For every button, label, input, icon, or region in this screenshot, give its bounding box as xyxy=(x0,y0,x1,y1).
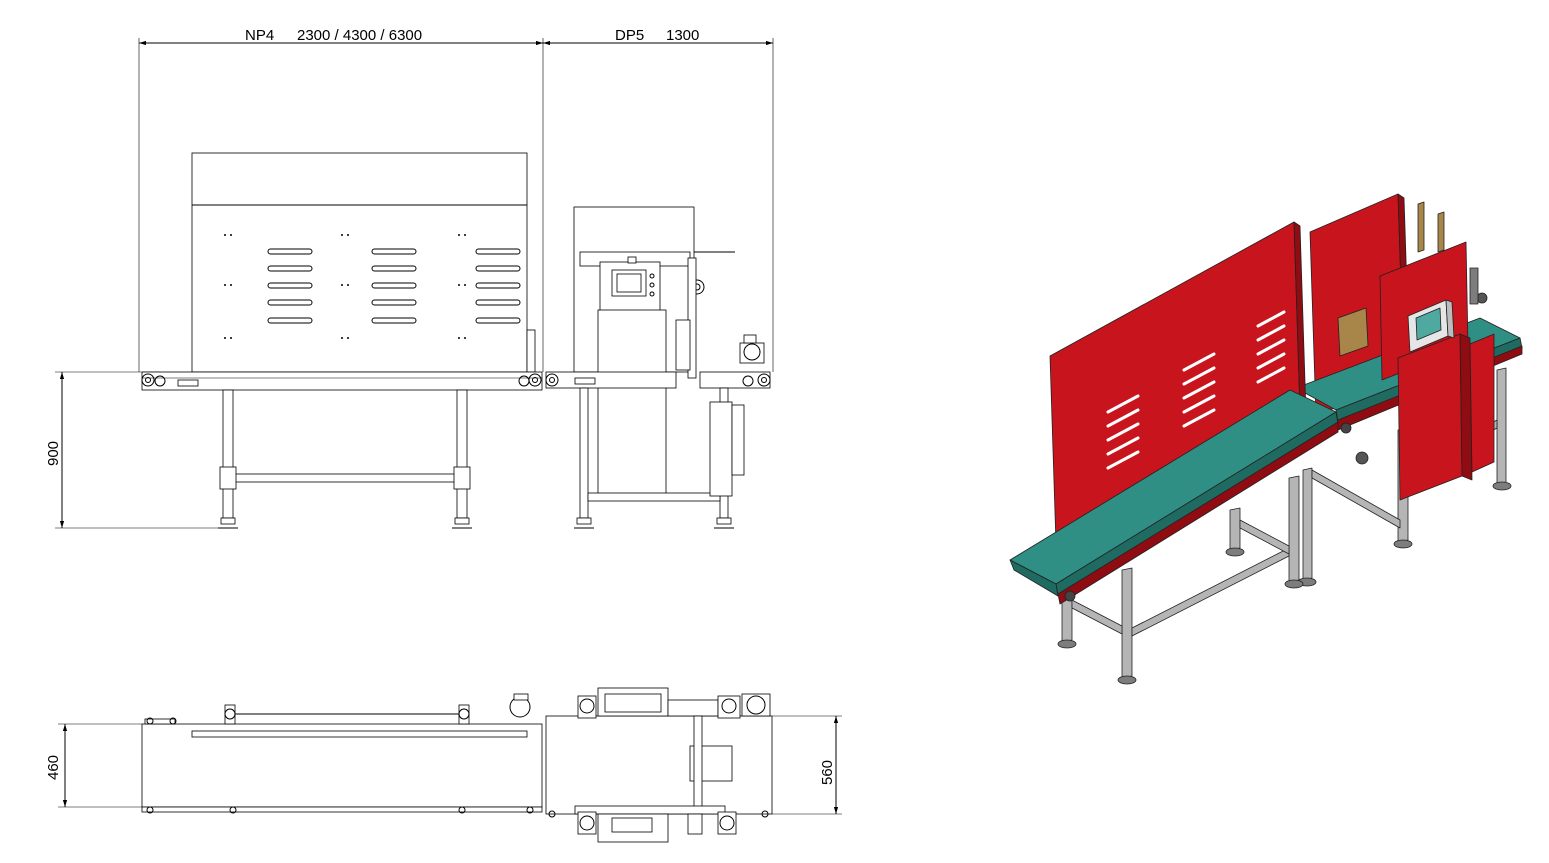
dp5-unit xyxy=(545,206,771,529)
dimension-lines xyxy=(55,38,842,815)
dp5-label: DP5 xyxy=(615,27,644,44)
np4-label: NP4 xyxy=(245,27,274,44)
width-560: 560 xyxy=(819,760,836,785)
np4-lengths: 2300 / 4300 / 6300 xyxy=(297,27,422,44)
dp5-top xyxy=(545,687,773,843)
np4-conveyor xyxy=(141,371,543,529)
dp5-length: 1300 xyxy=(666,27,699,44)
isometric-view xyxy=(1009,193,1523,685)
front-view xyxy=(141,152,771,529)
height-900: 900 xyxy=(45,441,62,466)
np4-guard-panel xyxy=(191,152,536,373)
np4-top xyxy=(141,693,543,814)
top-view xyxy=(141,687,773,843)
width-460: 460 xyxy=(45,755,62,780)
